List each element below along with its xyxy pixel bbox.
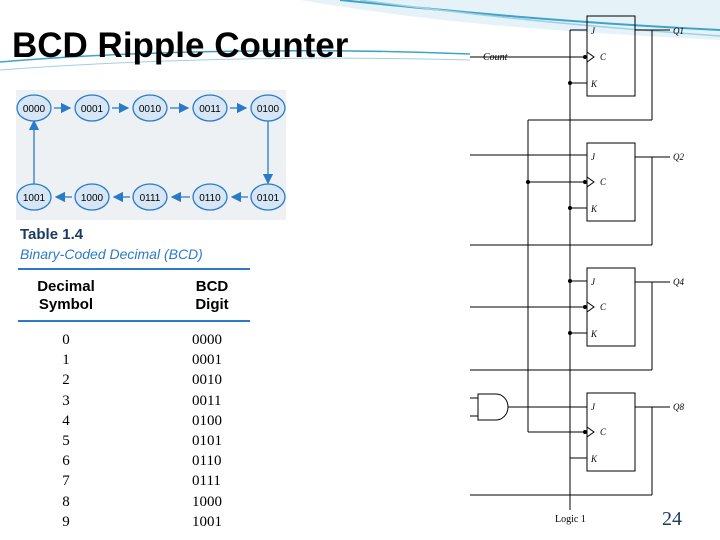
ff1-pin-c: C [600, 52, 607, 62]
output-q4-label: Q4 [673, 277, 684, 287]
table-header-rule [18, 320, 250, 322]
table-row: 4 0100 [16, 413, 252, 433]
state-node [132, 94, 168, 122]
table-row: 2 0010 [16, 372, 252, 392]
decimal-symbol-cell: 3 [62, 392, 70, 409]
decimal-symbol-cell: 9 [62, 513, 70, 530]
count-input-label: Count [483, 52, 508, 63]
table-row: 9 1001 [16, 514, 252, 534]
table-row: 6 0110 [16, 453, 252, 473]
state-node [74, 94, 110, 122]
ff8-pin-k: K [590, 454, 598, 464]
slide-title: BCD Ripple Counter [12, 26, 349, 65]
table-row: 7 0111 [16, 473, 252, 493]
state-node [74, 183, 110, 211]
state-node [250, 94, 286, 122]
table-top-rule [18, 268, 250, 270]
ff2-pin-j: J [591, 152, 596, 162]
table-row: 1 0001 [16, 352, 252, 372]
state-label: 0110 [199, 193, 221, 204]
decimal-symbol-cell: 8 [62, 493, 70, 510]
table-row: 8 1000 [16, 494, 252, 514]
state-node [250, 183, 286, 211]
decimal-header-line2: Symbol [38, 296, 94, 313]
state-label: 1001 [23, 193, 46, 204]
page-number: 24 [662, 508, 682, 530]
bcd-header-line1: BCD [195, 278, 229, 295]
bcd-state-diagram: 0000 0001 0010 0011 0100 0101 0110 0111 1000 1001 [16, 90, 286, 220]
state-label: 0101 [257, 193, 280, 204]
decimal-symbol-cell: 7 [62, 473, 70, 490]
state-label: 0010 [139, 104, 162, 115]
bcd-digit-cell: 0011 [192, 392, 222, 409]
state-node [16, 183, 52, 211]
bcd-digit-cell: 0010 [192, 372, 222, 389]
state-nodes: 0000 0001 0010 0011 0100 0101 0110 0111 1000 1001 [16, 94, 286, 211]
and-gate [477, 393, 509, 421]
bcd-digit-header: BCD Digit [182, 278, 242, 314]
state-label: 0001 [81, 104, 104, 115]
bcd-digit-cell: 1001 [192, 513, 222, 530]
bcd-table: Table 1.4 Binary-Coded Decimal (BCD) Dec… [16, 222, 252, 538]
ff2-pin-k: K [590, 204, 598, 214]
decimal-symbol-cell: 4 [62, 412, 70, 429]
logic-1-label: Logic 1 [555, 514, 586, 525]
ff4-pin-k: K [590, 329, 598, 339]
bcd-digit-cell: 0101 [192, 432, 222, 449]
state-label: 0000 [23, 104, 46, 115]
bcd-digit-cell: 1000 [192, 493, 222, 510]
output-q2-label: Q2 [673, 152, 684, 162]
ff1-pin-j: J [591, 26, 596, 36]
table-row: 5 0101 [16, 433, 252, 453]
state-node [192, 94, 228, 122]
state-transition-arrows [28, 102, 274, 203]
table-caption: Table 1.4 [20, 226, 84, 243]
output-q8-label: Q8 [673, 402, 684, 412]
decimal-symbol-cell: 5 [62, 432, 70, 449]
bcd-header-line2: Digit [195, 296, 229, 313]
ff2-pin-c: C [600, 177, 607, 187]
state-diagram-graphic: 0000 0001 0010 0011 0100 0101 0110 0111 1000 1001 [16, 94, 286, 211]
ff4-pin-j: J [591, 277, 596, 287]
decimal-symbol-cell: 2 [62, 372, 70, 389]
output-q1-label: Q1 [673, 26, 684, 36]
state-label: 0011 [199, 104, 221, 115]
decimal-symbol-header: Decimal Symbol [26, 278, 106, 314]
decimal-symbol-cell: 1 [62, 352, 70, 369]
table-subtitle: Binary-Coded Decimal (BCD) [20, 246, 203, 262]
ff8-pin-j: J [591, 402, 596, 412]
bcd-digit-cell: 0111 [192, 473, 221, 490]
bcd-digit-cell: 0100 [192, 412, 222, 429]
ff4-pin-c: C [600, 302, 607, 312]
decimal-symbol-cell: 0 [62, 332, 70, 348]
bcd-digit-cell: 0110 [192, 453, 222, 470]
decimal-header-line1: Decimal [37, 278, 95, 295]
table-row: 3 0011 [16, 393, 252, 413]
bcd-digit-cell: 0000 [192, 332, 222, 348]
state-node [192, 183, 228, 211]
bcd-ripple-counter-circuit: J C K J C K J C K J C K Q1 Q2 Q4 Q8 [470, 15, 684, 510]
state-node [132, 183, 168, 211]
state-label: 1000 [81, 193, 104, 204]
ff8-pin-c: C [600, 427, 607, 437]
decimal-symbol-cell: 6 [62, 453, 70, 470]
state-label: 0100 [257, 104, 280, 115]
state-node [16, 94, 52, 122]
state-label: 0111 [140, 193, 161, 204]
header-wave-decoration [0, 0, 720, 71]
flip-flop-q1 [586, 15, 636, 97]
ff1-pin-k: K [590, 79, 598, 89]
bcd-digit-cell: 0001 [192, 352, 222, 369]
